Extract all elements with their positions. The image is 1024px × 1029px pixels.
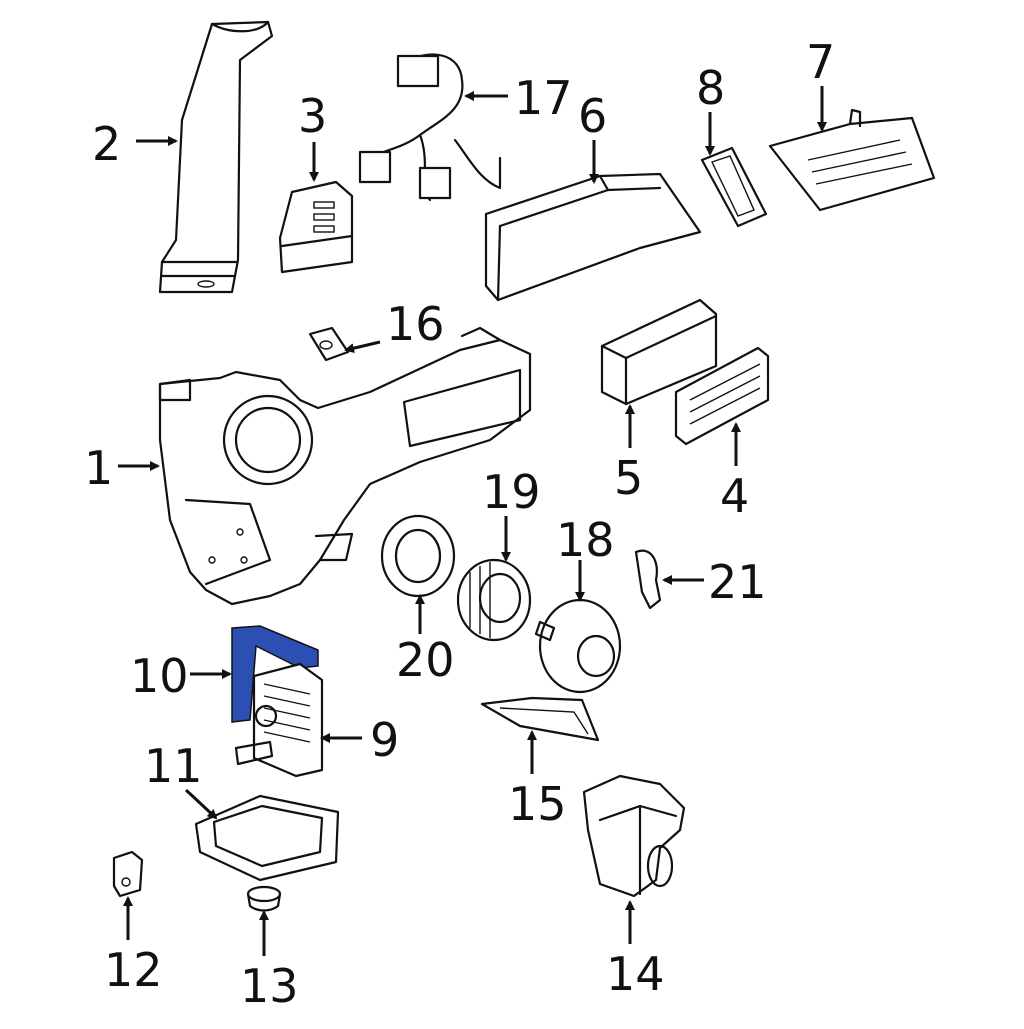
callout-4[interactable]: 4: [720, 469, 749, 523]
part-12-grommet[interactable]: [112, 850, 144, 898]
callout-2[interactable]: 2: [92, 117, 121, 171]
part-20-ring[interactable]: [380, 514, 456, 598]
callout-1[interactable]: 1: [84, 441, 113, 495]
callout-19[interactable]: 19: [482, 465, 541, 519]
callout-20[interactable]: 20: [396, 633, 455, 687]
part-17-harness[interactable]: [358, 53, 502, 202]
callout-labels: 2 3 17 6 8 7 16 1 5 4 19 18 20 21 10 9 1…: [84, 35, 835, 1013]
callout-21[interactable]: 21: [708, 555, 767, 609]
part-6-duct-housing[interactable]: [484, 172, 702, 302]
part-9-evaporator[interactable]: [234, 662, 324, 778]
callout-5[interactable]: 5: [614, 451, 643, 505]
part-11-drain-pan[interactable]: [194, 794, 340, 882]
callout-13[interactable]: 13: [240, 959, 299, 1013]
callout-12[interactable]: 12: [104, 943, 163, 997]
part-14-actuator[interactable]: [582, 774, 686, 898]
callout-18[interactable]: 18: [556, 513, 615, 567]
part-19-blower-wheel[interactable]: [456, 558, 532, 642]
callout-11[interactable]: 11: [144, 739, 203, 793]
arrow-16: [344, 340, 381, 354]
part-1-housing[interactable]: [158, 326, 532, 606]
callout-9[interactable]: 9: [370, 713, 399, 767]
part-5-filter[interactable]: [600, 298, 718, 406]
callout-6[interactable]: 6: [578, 89, 607, 143]
callout-17[interactable]: 17: [514, 71, 573, 125]
callout-7[interactable]: 7: [806, 35, 835, 89]
callout-15[interactable]: 15: [508, 777, 567, 831]
callout-10[interactable]: 10: [130, 649, 189, 703]
part-15-bracket[interactable]: [480, 696, 600, 742]
arrow-11: [184, 788, 218, 820]
callout-3[interactable]: 3: [298, 89, 327, 143]
part-21-clip[interactable]: [634, 549, 662, 610]
callout-8[interactable]: 8: [696, 61, 725, 115]
part-2-duct[interactable]: [158, 20, 274, 294]
part-16-clip[interactable]: [308, 326, 350, 362]
part-8-gasket[interactable]: [700, 146, 768, 228]
part-18-blower-motor[interactable]: [534, 598, 622, 694]
callout-16[interactable]: 16: [386, 297, 445, 351]
part-4-heater-core[interactable]: [674, 346, 770, 446]
part-7-vent-outlet[interactable]: [768, 108, 936, 212]
callout-arrows: [118, 86, 827, 956]
part-13-plug[interactable]: [246, 885, 282, 912]
callout-14[interactable]: 14: [606, 947, 665, 1001]
part-3-vent[interactable]: [278, 180, 354, 274]
